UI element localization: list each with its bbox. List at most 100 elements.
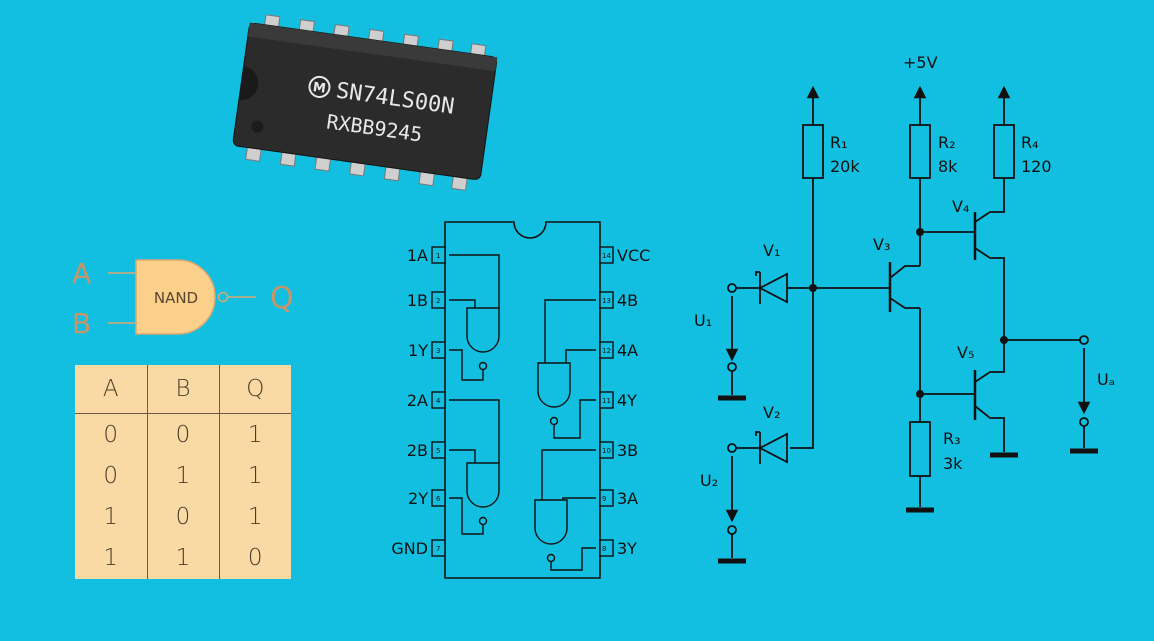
pin-box-left [431, 539, 446, 557]
pin-label-left: 1A [407, 246, 428, 265]
pin-label-left: 2A [407, 391, 428, 410]
pin-label-right: VCC [617, 246, 650, 265]
pin-number-left: 5 [436, 447, 440, 455]
resistor-r2 [909, 124, 931, 179]
v3-label: V₃ [873, 235, 890, 254]
pin-label-right: 4B [617, 291, 638, 310]
pin-box-left [431, 291, 446, 309]
pin-box-right [599, 441, 614, 459]
pin-box-right [599, 341, 614, 359]
pin-number-right: 14 [602, 252, 611, 260]
ua-label: Uₐ [1097, 370, 1115, 389]
r1-name: R₁ [830, 133, 848, 152]
gate-output-q-label: Q [270, 281, 294, 316]
pin-label-right: 3Y [617, 539, 637, 558]
r2-name: R₂ [938, 133, 956, 152]
pin-number-left: 4 [436, 397, 441, 405]
table-cell: 1 [247, 421, 263, 448]
chip-photo: M SN74LS00N RXBB9245 [232, 14, 498, 191]
pin-box-left [431, 441, 446, 459]
gate-input-b-label: B [72, 307, 91, 340]
r4-name: R₄ [1021, 133, 1039, 152]
internal-gates [449, 254, 596, 571]
r3-name: R₃ [943, 429, 961, 448]
junction-dots [809, 228, 1008, 398]
pin-number-right: 10 [602, 447, 611, 455]
resistor-r1 [802, 124, 824, 179]
pin-box-left [431, 246, 446, 264]
v1-label: V₁ [763, 241, 780, 260]
pin-label-right: 3A [617, 489, 638, 508]
pin-box-left [431, 391, 446, 409]
table-cell: 1 [247, 504, 263, 531]
u2-label: U₂ [700, 471, 718, 490]
pin-label-left: 1Y [408, 341, 428, 360]
table-cell: 0 [147, 496, 220, 538]
pin-label-right: 4Y [617, 391, 637, 410]
resistor-r4 [993, 124, 1015, 179]
gate-input-a-label: A [72, 257, 91, 290]
pin-box-left [431, 489, 446, 507]
pin-labels: 1 14 1A VCC 2 13 1B 4B 3 12 1Y 4A 4 11 2A 4Y 5 10 2B 3B 6 9 2Y… [391, 246, 650, 558]
pin-label-left: 1B [407, 291, 428, 310]
truth-table-header-a: A [75, 365, 148, 414]
diode-v1 [758, 272, 788, 304]
pin-number-left: 6 [436, 495, 441, 503]
truth-table-header-b: B [147, 365, 220, 414]
pin-box-right [599, 291, 614, 309]
r1-value: 20k [830, 157, 860, 176]
v4-label: V₄ [952, 197, 969, 216]
u1-label: U₁ [694, 311, 712, 330]
table-cell: 1 [147, 455, 220, 497]
pin-label-right: 4A [617, 341, 638, 360]
r2-value: 8k [938, 157, 958, 176]
ttl-schematic [718, 85, 1098, 564]
pin-box-left [431, 341, 446, 359]
pin-number-right: 8 [602, 545, 606, 553]
diode-v2 [758, 432, 788, 464]
pin-label-left: GND [391, 539, 428, 558]
nand-gate-symbol [108, 259, 256, 335]
v5-label: V₅ [957, 343, 974, 362]
pin-number-right: 9 [602, 495, 606, 503]
gate-nand-label: NAND [154, 289, 198, 307]
pin-number-left: 2 [436, 297, 440, 305]
pin-number-right: 11 [602, 397, 611, 405]
pin-box-right [599, 539, 614, 557]
pin-label-left: 2B [407, 441, 428, 460]
table-cell: 1 [147, 537, 220, 579]
pin-box-right [599, 246, 614, 264]
chip-logo: M [312, 80, 327, 97]
v2-label: V₂ [763, 403, 780, 422]
table-cell: 0 [75, 455, 148, 497]
r4-value: 120 [1021, 157, 1052, 176]
r3-value: 3k [943, 454, 963, 473]
pin-number-right: 13 [602, 297, 611, 305]
pin-label-right: 3B [617, 441, 638, 460]
table-cell: 1 [247, 463, 263, 490]
pin-box-right [599, 489, 614, 507]
pin-number-right: 12 [602, 347, 611, 355]
pin-boxes [431, 246, 614, 557]
table-cell: 0 [147, 413, 220, 456]
table-cell: 1 [75, 496, 148, 538]
table-cell: 0 [247, 545, 263, 572]
pin-label-left: 2Y [408, 489, 428, 508]
pin-number-left: 1 [436, 252, 440, 260]
table-cell: 0 [75, 413, 148, 456]
supply-label: +5V [903, 53, 938, 72]
pin-box-right [599, 391, 614, 409]
pin-number-left: 7 [436, 545, 440, 553]
resistor-r3 [909, 421, 931, 477]
table-cell: 1 [75, 537, 148, 579]
truth-table-header-q: Q [219, 365, 291, 414]
pin-number-left: 3 [436, 347, 440, 355]
